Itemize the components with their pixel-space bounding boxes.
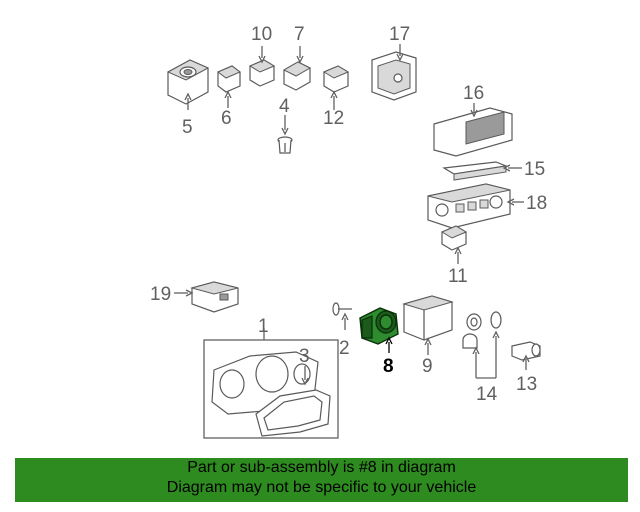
part-16-display[interactable]: [433, 107, 513, 157]
callout-19: 19: [150, 284, 171, 305]
callout-17: 17: [389, 24, 410, 45]
callout-10: 10: [251, 24, 272, 45]
callout-14: 14: [476, 384, 498, 405]
callout-12: 12: [323, 108, 344, 129]
banner-line-2: Diagram may not be specific to your vehi…: [166, 479, 477, 496]
callout-15: 15: [524, 159, 545, 180]
part-13-connector[interactable]: [511, 341, 541, 361]
part-9-module[interactable]: [402, 295, 454, 341]
part-19-switch[interactable]: [190, 281, 239, 313]
part-12-switch[interactable]: [322, 65, 350, 93]
callout-8: 8: [383, 356, 394, 377]
part-3-lens[interactable]: [255, 389, 331, 437]
banner-line-1: Part or sub-assembly is #8 in diagram: [187, 459, 456, 476]
part-14-socket[interactable]: [462, 311, 502, 349]
callout-5: 5: [182, 117, 193, 138]
callout-4: 4: [279, 96, 290, 117]
part-4-clip[interactable]: [277, 136, 293, 154]
part-8-highlighted[interactable]: [359, 307, 399, 345]
callout-13: 13: [516, 374, 537, 395]
part-2-screw[interactable]: [332, 302, 352, 316]
part-5-switch[interactable]: [166, 59, 210, 105]
callout-9: 9: [422, 356, 433, 377]
part-6-switch[interactable]: [217, 65, 241, 93]
callout-16: 16: [463, 83, 484, 104]
callout-3: 3: [299, 346, 310, 367]
callout-2: 2: [339, 338, 350, 359]
callout-7: 7: [294, 24, 305, 45]
part-11-switch[interactable]: [440, 225, 468, 251]
callout-1: 1: [258, 316, 269, 337]
callout-6: 6: [221, 108, 232, 129]
part-17-switch[interactable]: [371, 51, 417, 101]
callout-18: 18: [526, 193, 547, 214]
callout-11: 11: [448, 266, 468, 287]
part-18-control-panel[interactable]: [427, 183, 511, 229]
part-10-switch[interactable]: [248, 59, 276, 87]
part-15-strip[interactable]: [442, 161, 509, 181]
info-banner: Part or sub-assembly is #8 in diagram Di…: [15, 458, 628, 502]
part-7-switch[interactable]: [282, 61, 312, 91]
